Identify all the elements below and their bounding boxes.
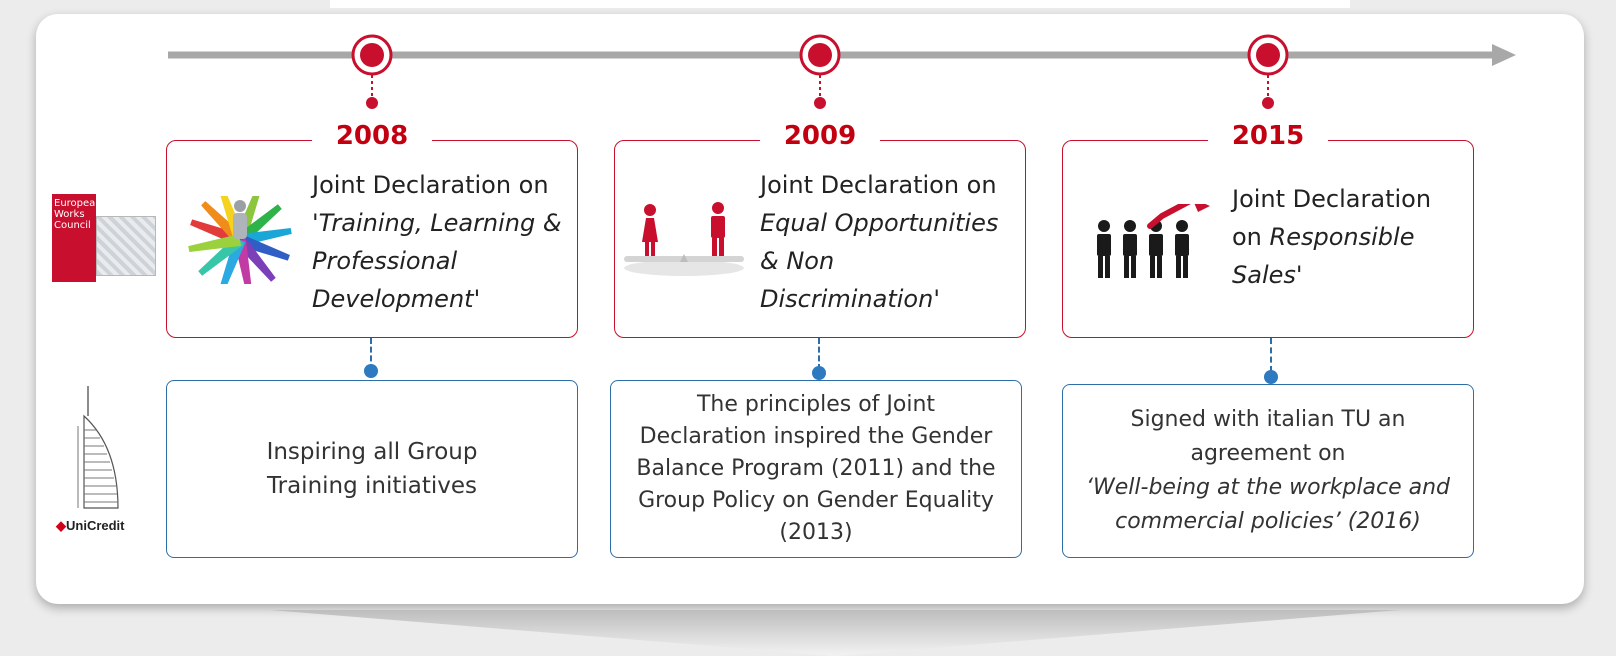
connector-dot-2008 [364,364,378,378]
color-arrows-people-icon [188,196,292,284]
outcome-text-2008: Inspiring all Group Training initiatives [266,439,478,499]
timeline [168,34,1516,109]
connector-2009 [818,338,820,370]
milestone-marker-2009 [799,34,841,109]
milestone-marker-2015 [1247,34,1289,109]
outcome-card-2015: Signed with italian TU an agreement on ‘… [1062,384,1474,558]
unicredit-wordmark: ◆UniCredit [56,518,125,533]
outcome-text-2015: Signed with italian TU an agreement on ‘… [1086,407,1450,534]
unicredit-tower-icon [77,386,119,509]
declaration-text-2015: Joint Declaration on Responsible Sales' [1232,185,1432,289]
connector-dot-2009 [812,366,826,380]
year-label-2009: 2009 [760,122,880,150]
year-label-2015: 2015 [1208,122,1328,150]
connector-2008 [370,338,372,370]
milestone-marker-2008 [351,34,393,109]
declaration-text-2008: Joint Declaration on 'Training, Learning… [312,171,562,313]
declaration-card-2009 [614,140,1026,338]
outcome-card-2009: The principles of Joint Declaration insp… [610,380,1022,558]
connector-2015 [1270,338,1272,372]
outcome-text-2009: The principles of Joint Declaration insp… [636,392,996,545]
declaration-text-2009: Joint Declaration on Equal Opportunities… [760,171,999,313]
top-strip [330,0,1350,8]
europe-map-icon [96,216,156,276]
ewc-logo: European Works Council [52,194,156,282]
outcome-card-2008: Inspiring all Group Training initiatives [166,380,578,558]
gender-balance-scale-icon [624,202,744,276]
bottom-chevron-arrow-icon [270,610,1400,656]
year-label-2008: 2008 [312,122,432,150]
people-checkmark-icon [1097,204,1210,278]
connector-dot-2015 [1264,370,1278,384]
ewc-logo-text: European Works Council [52,194,102,282]
unicredit-logo: ◆UniCredit [56,386,156,536]
timeline-arrowhead [1492,44,1516,66]
